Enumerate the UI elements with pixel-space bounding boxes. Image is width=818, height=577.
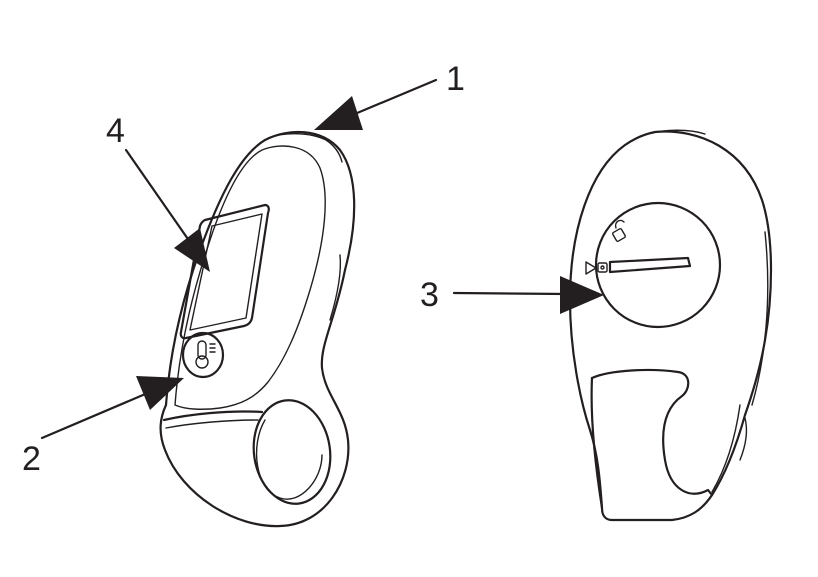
battery-cover — [594, 201, 722, 329]
back-body-outline — [568, 130, 773, 522]
thermometer-icon — [195, 340, 216, 369]
callout-2-arrowhead — [136, 376, 184, 410]
padlock-icon — [597, 262, 608, 273]
thermometer-button-ring — [181, 331, 225, 379]
callout-1-label: 1 — [446, 60, 465, 98]
front-body-outline — [159, 130, 356, 528]
back-side-seam — [751, 231, 769, 406]
callout-4-arrowhead — [174, 228, 210, 272]
display-screen-frame — [179, 203, 270, 340]
callout-3: 3 — [420, 276, 604, 314]
callout-3-arrowhead — [560, 276, 604, 314]
back-lower-edge — [739, 417, 748, 461]
battery-cover-slot — [608, 256, 692, 274]
callout-2: 2 — [22, 376, 184, 478]
unlocked-padlock-icon — [612, 219, 626, 242]
device-front-view — [159, 130, 356, 528]
front-thumb-hole — [252, 399, 332, 505]
callout-1: 1 — [314, 60, 465, 130]
back-clip-inner-right — [711, 404, 741, 493]
triangle-pointer-icon — [585, 261, 597, 275]
callout-4-label: 4 — [106, 112, 125, 150]
thermometer-button — [181, 331, 225, 379]
front-top-edge — [267, 133, 343, 163]
callout-4: 4 — [106, 112, 210, 272]
back-top-edge — [647, 129, 706, 135]
callout-2-label: 2 — [22, 440, 41, 478]
device-back-view — [568, 129, 773, 522]
back-clip-left-edge — [590, 376, 604, 510]
front-face-panel — [174, 145, 326, 410]
display-screen — [189, 213, 263, 331]
back-clip-outline — [590, 368, 714, 497]
callout-3-label: 3 — [420, 276, 439, 314]
front-cap-seam — [162, 410, 264, 422]
front-thumb-hole-inner — [255, 419, 323, 500]
callout-1-arrowhead — [314, 96, 363, 130]
front-side-edge — [329, 254, 342, 321]
front-cap-seam-inner — [165, 419, 259, 429]
